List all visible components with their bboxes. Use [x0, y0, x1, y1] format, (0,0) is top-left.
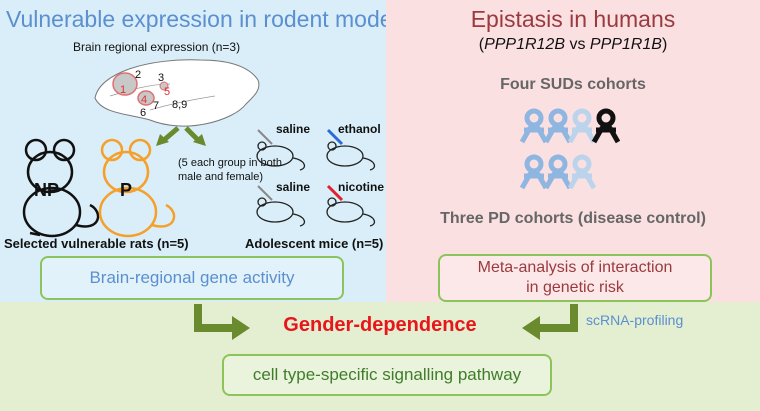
- region-label-3: 3: [158, 72, 164, 84]
- meta-analysis-box: Meta-analysis of interaction in genetic …: [438, 254, 712, 302]
- meta-analysis-line1: Meta-analysis of interaction: [477, 259, 673, 276]
- brain-regional-activity-box: Brain-regional gene activity: [40, 256, 344, 300]
- gene2-label: PPP1R1B: [589, 36, 662, 53]
- region-label-7: 7: [153, 100, 159, 112]
- mouse-nicotine: [326, 184, 376, 227]
- mice-caption: Adolescent mice (n=5): [245, 236, 384, 251]
- np-label: NP: [34, 180, 59, 200]
- pd-cohorts-label: Three PD cohorts (disease control): [440, 210, 706, 227]
- brain-expression-title: Brain regional expression (n=3): [73, 40, 241, 54]
- integration-arrows: [194, 304, 578, 340]
- arrow-to-np: [162, 126, 180, 142]
- brain-outline: [94, 59, 260, 127]
- mouse-label-saline-2: saline: [276, 180, 311, 194]
- group-note-line1: (5 each group in both: [178, 157, 282, 169]
- region-4-area: [137, 90, 155, 106]
- human-panel: Epistasis in humans (PPP1R12B vs PPP1R1B…: [386, 0, 760, 302]
- np-rat: [22, 138, 100, 238]
- mouse-saline-1: [256, 129, 306, 171]
- region-label-4: 4: [141, 94, 147, 106]
- scrna-profiling-label: scRNA-profiling: [586, 312, 684, 328]
- region-label-8-9: 8,9: [172, 99, 187, 111]
- right-convergence-arrow: [538, 304, 578, 332]
- sud-cohort-4-icon: [594, 111, 618, 142]
- sud-cohort-2-icon: [546, 111, 570, 142]
- gene1-label: PPP1R12B: [484, 36, 565, 53]
- signalling-pathway-box: cell type-specific signalling pathway: [222, 354, 552, 396]
- gender-dependence-label: Gender-dependence: [283, 314, 477, 336]
- sud-cohorts-label: Four SUDs cohorts: [500, 76, 646, 93]
- mouse-label-saline-1: saline: [276, 122, 311, 136]
- integration-panel: Gender-dependence scRNA-profiling cell t…: [0, 302, 760, 411]
- pd-cohort-3-icon: [570, 157, 594, 188]
- rodent-panel: Vulnerable expression in rodent models B…: [0, 0, 409, 302]
- rats-caption: Selected vulnerable rats (n=5): [4, 236, 189, 251]
- pd-cohort-1-icon: [522, 157, 546, 188]
- region-label-1: 1: [120, 84, 126, 96]
- mouse-label-ethanol: ethanol: [338, 122, 381, 136]
- p-label: P: [120, 180, 132, 200]
- region-label-6: 6: [140, 107, 146, 119]
- sud-cohort-1-icon: [522, 111, 546, 142]
- arrow-to-p: [184, 126, 200, 142]
- rodent-illustrations: 1 2 3 4 5 6 7 8,9 NP P: [22, 59, 376, 238]
- group-note-line2: male and female): [178, 171, 263, 183]
- meta-analysis-line2: in genetic risk: [526, 279, 624, 296]
- region-label-2: 2: [135, 69, 141, 81]
- rodent-panel-title: Vulnerable expression in rodent models: [6, 6, 410, 32]
- mouse-saline-2: [256, 185, 306, 227]
- sud-cohort-3-icon: [570, 111, 594, 142]
- mouse-ethanol: [326, 128, 376, 171]
- gene-pair-subtitle: (PPP1R12B vs PPP1R1B): [478, 36, 668, 53]
- mouse-label-nicotine: nicotine: [338, 180, 385, 194]
- region-label-5: 5: [164, 86, 170, 98]
- pd-cohort-2-icon: [546, 157, 570, 188]
- human-panel-title: Epistasis in humans: [470, 6, 676, 32]
- region-5-area: [159, 81, 169, 91]
- region-1-area: [112, 72, 138, 96]
- p-rat: [98, 138, 176, 238]
- left-convergence-arrow: [194, 304, 234, 332]
